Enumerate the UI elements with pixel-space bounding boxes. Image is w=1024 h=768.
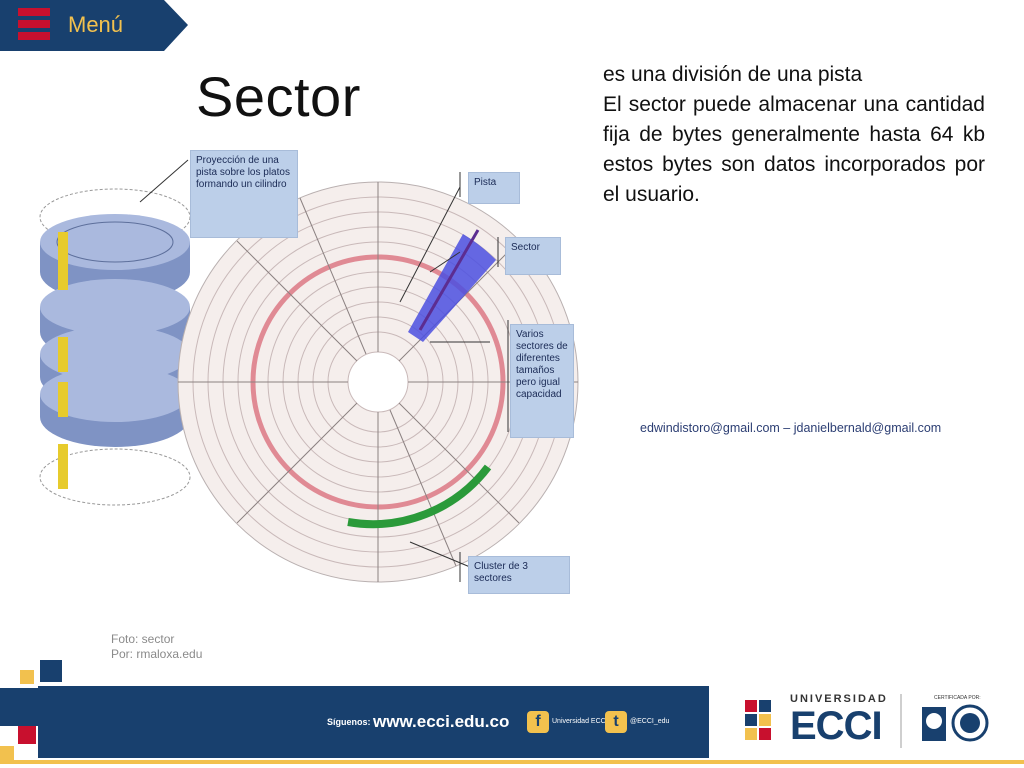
twitter-icon[interactable]: t <box>605 711 627 733</box>
slide-text: es una división de una pista El sector p… <box>603 60 985 210</box>
hamburger-menu-icon[interactable] <box>16 6 52 42</box>
callout-cluster: Cluster de 3 sectores <box>468 556 570 594</box>
logo-ecci-text: ECCI <box>790 704 883 748</box>
footer-website-link[interactable]: www.ecci.edu.co <box>373 712 510 731</box>
callout-track: Pista <box>468 172 520 204</box>
caption-author: Por: rmaloxa.edu <box>111 647 203 661</box>
footer-bar <box>38 686 709 758</box>
sector-diagram: Proyección de una pista sobre los platos… <box>20 132 580 594</box>
footer-line <box>0 760 1024 764</box>
contact-emails: edwindistoro@gmail.com – jdanielbernald@… <box>640 421 942 435</box>
menu-label[interactable]: Menú <box>68 12 124 37</box>
logo-university-text: UNIVERSIDAD <box>790 693 888 705</box>
callout-sector: Sector <box>505 237 561 275</box>
caption-photo: Foto: sector <box>111 632 175 646</box>
ecci-logo-blocks <box>745 700 771 740</box>
definition-text: es una división de una pista <box>603 63 863 86</box>
footer-follow-label: Síguenos: <box>327 717 371 727</box>
certification-seals <box>922 704 989 742</box>
slide-title: Sector <box>196 65 361 128</box>
callout-pointers <box>399 172 509 582</box>
figure-caption: Foto: sector Por: rmaloxa.edu <box>111 632 202 662</box>
twitter-label[interactable]: @ECCI_edu <box>630 718 670 725</box>
disk-tracks <box>177 181 579 583</box>
facebook-icon[interactable]: f <box>527 711 549 733</box>
facebook-label[interactable]: Universidad ECCI <box>552 718 608 725</box>
logo-divider <box>900 694 902 748</box>
callout-various-sectors: Varios sectores de diferentes tamaños pe… <box>510 324 574 438</box>
menu-ribbon[interactable]: Menú <box>0 0 188 51</box>
decorative-squares <box>0 660 62 760</box>
description-text: El sector puede almacenar una cantidad f… <box>603 93 985 206</box>
platter-stack <box>39 159 191 506</box>
callout-cylinder: Proyección de una pista sobre los platos… <box>190 150 298 238</box>
disk-illustration <box>39 159 579 583</box>
certified-label: CERTIFICADA POR: <box>934 695 981 701</box>
